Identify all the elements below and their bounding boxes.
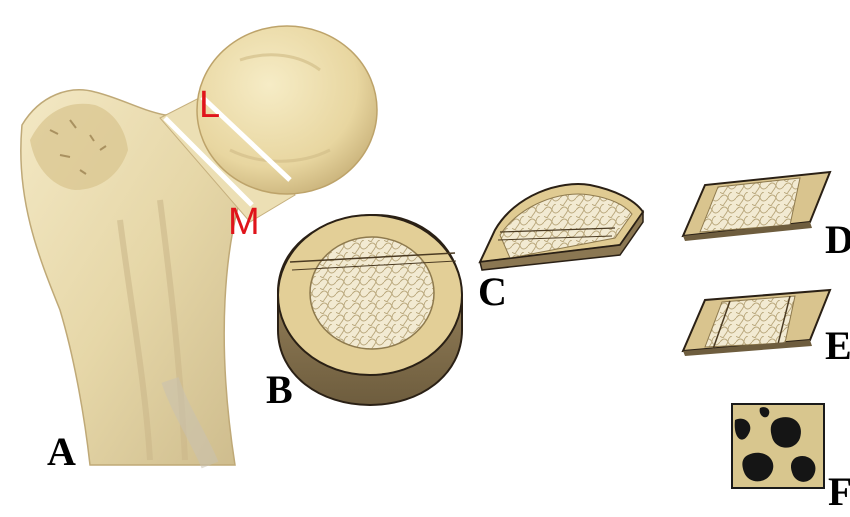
panel-label-d: D — [825, 220, 850, 260]
panel-label-e: E — [825, 326, 850, 366]
cut-label-lateral: L — [199, 86, 220, 124]
panel-label-c: C — [478, 272, 507, 312]
panel-label-a: A — [47, 432, 76, 472]
cut-label-medial: M — [228, 203, 260, 241]
section-slab-e — [683, 290, 830, 356]
trabecular-core — [310, 237, 434, 349]
section-half-cylinder — [480, 184, 643, 270]
panel-label-b: B — [266, 370, 293, 410]
panel-label-f: F — [828, 472, 850, 512]
femoral-head — [197, 26, 377, 194]
section-slab-d — [683, 172, 830, 241]
section-cylinder — [278, 215, 462, 405]
microstructure-tile — [732, 404, 824, 488]
